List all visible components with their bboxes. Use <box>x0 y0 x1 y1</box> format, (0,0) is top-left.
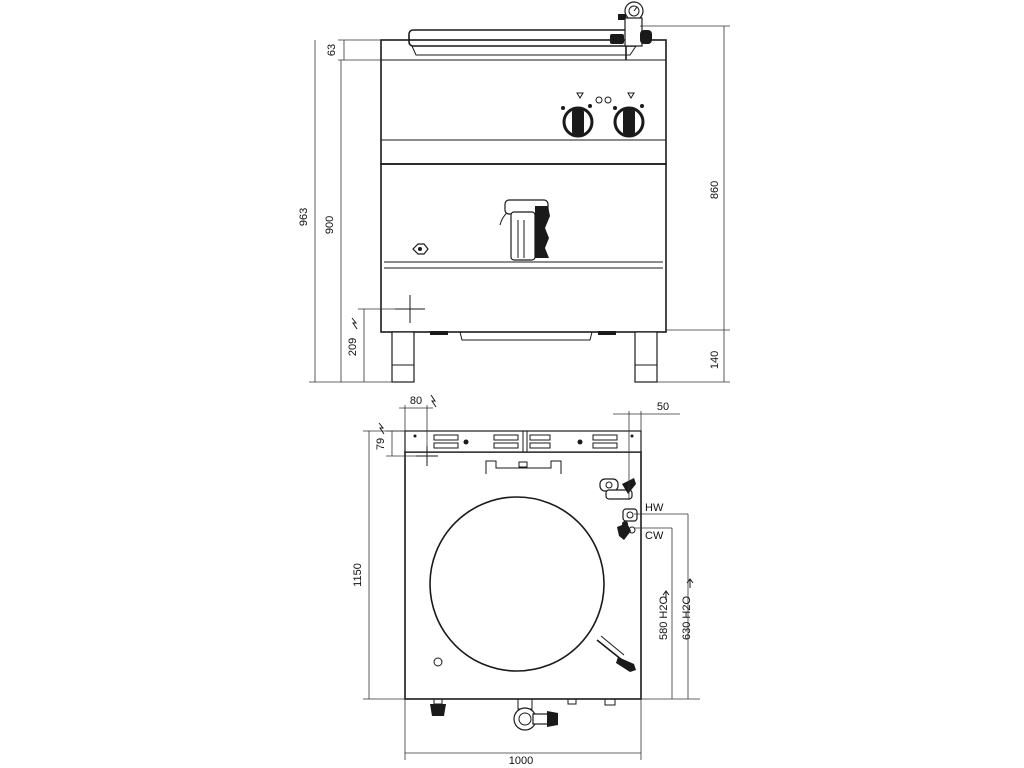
top-dimensions: 80 50 79 1150 1000 HW CW 580 H2O 630 H <box>352 394 700 767</box>
lid-lever-icon[interactable] <box>596 635 636 672</box>
front-dimensions: 63 963 900 209 860 140 <box>298 25 730 383</box>
drain-elbow-icon <box>513 698 558 731</box>
indicator-light <box>604 96 612 104</box>
pressure-gauge-icon <box>610 1 652 60</box>
lower-body <box>380 163 667 333</box>
dim-963: 963 <box>298 208 310 226</box>
indicator-light <box>595 96 603 104</box>
drain-tap-icon[interactable] <box>499 199 550 261</box>
foot-left <box>391 331 415 383</box>
dim-580: 580 H2O <box>658 596 670 640</box>
front-view <box>351 1 667 383</box>
hex-nut-icon <box>412 243 429 255</box>
top-view <box>378 422 642 731</box>
dim-209: 209 <box>347 338 359 356</box>
dim-900: 900 <box>324 216 336 234</box>
dim-63: 63 <box>326 44 338 56</box>
control-knob-left[interactable] <box>561 92 594 138</box>
label-hw: HW <box>645 502 664 514</box>
dim-1150: 1150 <box>352 563 364 587</box>
kettle-pan <box>429 496 605 672</box>
drain-hole <box>433 657 443 667</box>
foot-right <box>634 331 658 383</box>
upper-body <box>380 39 667 165</box>
front-feet <box>430 698 616 716</box>
control-knob-right[interactable] <box>613 92 645 138</box>
dim-1000: 1000 <box>509 755 533 767</box>
dim-860: 860 <box>709 181 721 199</box>
dim-140: 140 <box>709 351 721 369</box>
dim-79: 79 <box>375 438 387 450</box>
dim-50: 50 <box>657 401 669 413</box>
dim-630: 630 H2O <box>681 596 693 640</box>
dim-80: 80 <box>410 395 422 407</box>
water-valve-icon[interactable] <box>599 478 638 540</box>
kettle-lid <box>408 29 639 47</box>
electrical-connection-icon <box>351 295 425 330</box>
label-cw: CW <box>645 530 664 542</box>
